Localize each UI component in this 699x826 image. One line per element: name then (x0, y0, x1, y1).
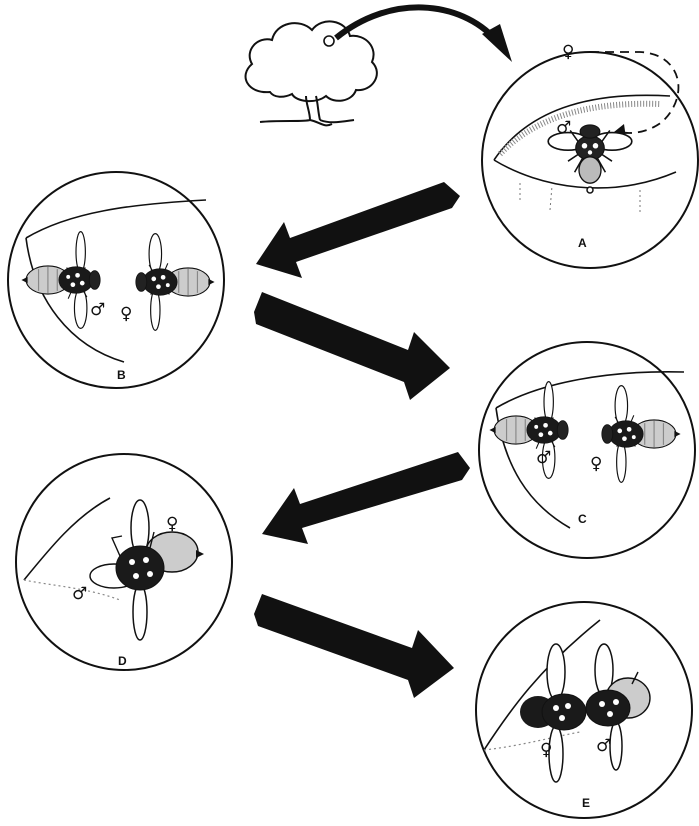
male-symbol-c: ♂ (536, 450, 551, 467)
panel-label-c: C (578, 512, 587, 526)
arrow-d-to-e (254, 594, 454, 698)
panel-d (16, 454, 232, 670)
panel-b (8, 172, 224, 388)
panel-e (476, 602, 692, 818)
female-symbol-e: ♀ (540, 742, 552, 759)
arrow-c-to-d (262, 452, 470, 544)
panel-label-e: E (582, 796, 590, 810)
arrow-b-to-c (254, 292, 450, 400)
panel-label-a: A (578, 236, 587, 250)
female-symbol-c: ♀ (590, 456, 602, 473)
panel-label-d: D (118, 654, 127, 668)
male-symbol-a: ♂ (556, 120, 571, 137)
male-symbol-b: ♂ (90, 302, 105, 319)
male-symbol-d: ♂ (72, 586, 87, 603)
male-symbol-e: ♂ (596, 738, 611, 755)
panel-label-b: B (117, 368, 126, 382)
female-symbol-a: ♀ (562, 44, 574, 61)
female-symbol-b: ♀ (120, 306, 132, 323)
tree-illustration (246, 21, 377, 125)
panel-a (482, 52, 698, 268)
panel-c (479, 342, 695, 558)
female-symbol-d: ♀ (166, 516, 178, 533)
arrow-a-to-b (256, 182, 460, 278)
